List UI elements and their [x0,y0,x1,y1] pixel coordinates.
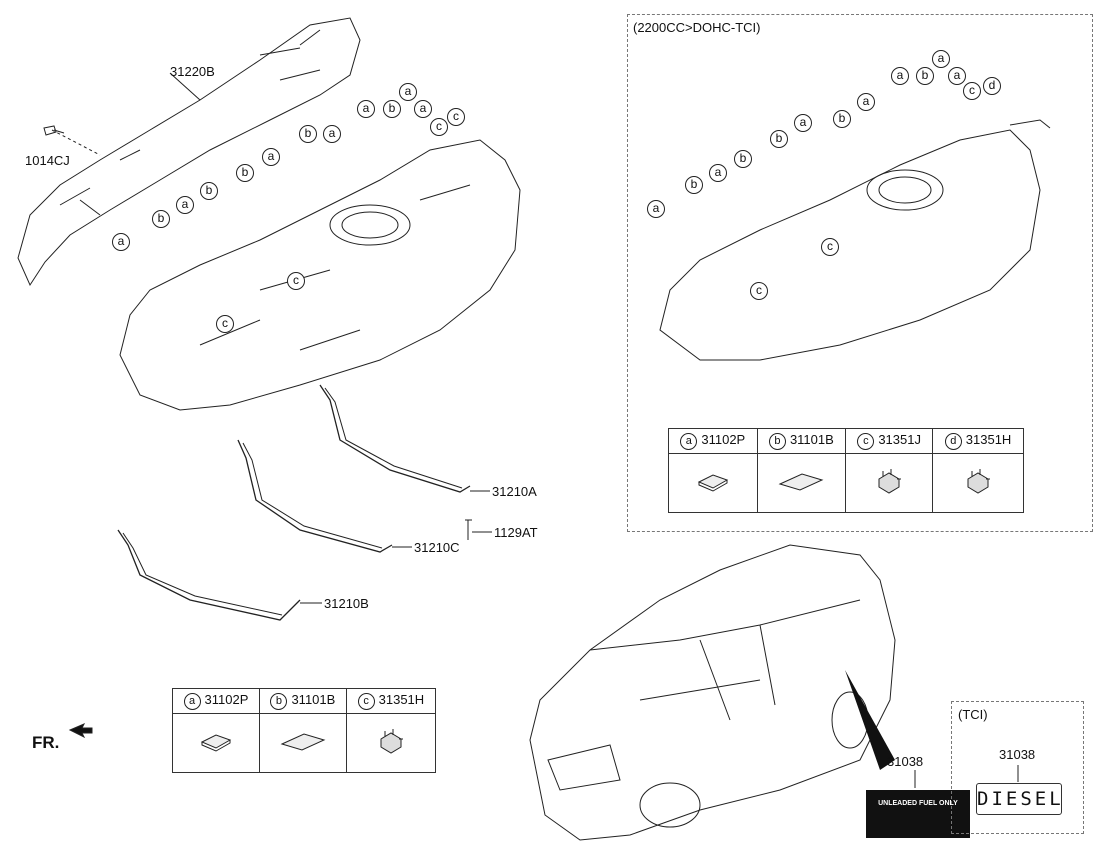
callout-c: c [821,238,839,256]
fuel-tank-main [119,139,521,411]
callout-b: b [833,110,851,128]
callout-b: b [770,130,788,148]
fuel-label-sticker: UNLEADED FUEL ONLY [866,790,970,838]
pad-small-icon [172,713,260,773]
fuel-label-text: UNLEADED FUEL ONLY [878,800,958,807]
tci-title: (TCI) [958,707,988,722]
pad-small-icon [668,453,758,513]
clip-icon [932,453,1024,513]
fuel-tank-variant [659,129,1041,361]
callout-b: b [200,182,218,200]
diesel-badge: DIESEL [976,783,1062,815]
tci-section [951,701,1084,834]
callout-a: a [357,100,375,118]
callout-a: a [647,200,665,218]
callout-c: c [430,118,448,136]
callout-a: a [323,125,341,143]
part-label-31210B: 31210B [324,596,369,611]
callout-a: a [857,93,875,111]
variant-title: (2200CC>DOHC-TCI) [633,20,761,35]
callout-c: c [287,272,305,290]
pad-large-icon [258,713,347,773]
callout-a: a [262,148,280,166]
strap-31210C [237,439,393,553]
part-label-1014CJ: 1014CJ [25,153,70,168]
callout-b: b [734,150,752,168]
pad-large-icon [756,453,847,513]
heat-shield [17,17,361,287]
front-arrow-icon [68,723,93,739]
callout-a: a [112,233,130,251]
clip-icon [345,713,437,773]
part-label-31210A: 31210A [492,484,537,499]
part-label-1129AT: 1129AT [494,525,538,540]
vehicle [529,544,896,841]
callout-a: a [709,164,727,182]
callout-a: a [932,50,950,68]
callout-a: a [794,114,812,132]
callout-a: a [399,83,417,101]
part-label-31220B: 31220B [170,64,215,79]
callout-b: b [236,164,254,182]
part-label-31038: 31038 [887,754,924,769]
callout-c: c [750,282,768,300]
callout-b: b [916,67,934,85]
callout-c: c [963,82,981,100]
callout-c: c [447,108,465,126]
callout-b: b [152,210,170,228]
strap-31210A [319,384,471,493]
clip-icon [845,453,934,513]
callout-b: b [299,125,317,143]
callout-c: c [216,315,234,333]
callout-b: b [685,176,703,194]
callout-b: b [383,100,401,118]
tci-part-label: 31038 [999,747,1036,762]
strap-31210B [117,529,301,621]
front-direction-label: FR. [32,733,60,752]
callout-a: a [891,67,909,85]
shield-bolt [43,125,65,136]
variant-section [627,14,1093,532]
callout-a: a [414,100,432,118]
part-label-31210C: 31210C [414,540,460,555]
callout-d: d [983,77,1001,95]
strap-bolt [465,519,472,540]
callout-a: a [948,67,966,85]
callout-a: a [176,196,194,214]
